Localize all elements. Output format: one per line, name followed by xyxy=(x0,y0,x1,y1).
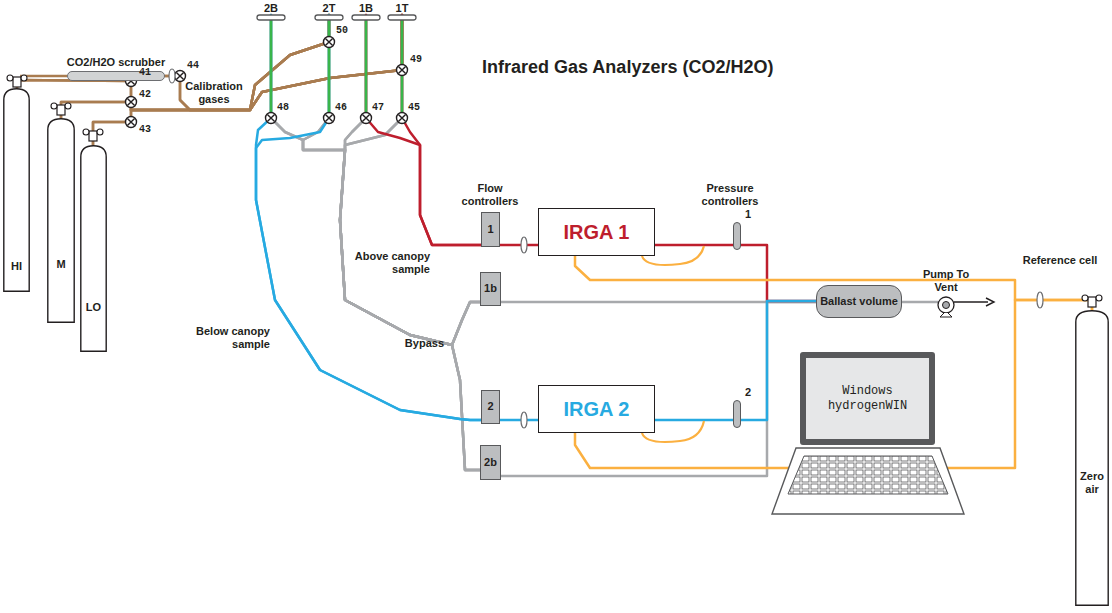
inlet-tube: 1T xyxy=(390,1,414,15)
cylinder-body xyxy=(4,89,29,291)
callout-number: 48 xyxy=(277,102,289,113)
gas-line xyxy=(165,15,329,110)
laptop-screen: Windows hydrogenWIN xyxy=(800,352,935,445)
gas-line xyxy=(500,419,538,422)
inlet-tube: 2T xyxy=(317,1,341,15)
cylinder-body xyxy=(1076,311,1108,605)
gas-cylinder: M xyxy=(47,118,75,323)
part-label: Bypass xyxy=(392,337,444,350)
callout-number: 44 xyxy=(187,60,199,71)
gas-line xyxy=(340,15,480,470)
gas-line xyxy=(501,302,816,476)
part-label: Above canopy sample xyxy=(346,250,430,276)
node-label: 1b xyxy=(484,282,497,295)
callout-number: 47 xyxy=(372,102,384,113)
node-label: 1 xyxy=(487,223,493,236)
valves xyxy=(126,37,408,128)
gas-line xyxy=(271,15,480,345)
node-label: 2B xyxy=(259,1,283,15)
node-label: 2 xyxy=(745,386,751,399)
node-label: M xyxy=(47,258,75,271)
gas-analyzer: IRGA 2 xyxy=(538,385,655,433)
gas-analyzer: IRGA 1 xyxy=(538,208,655,256)
gas-line xyxy=(366,15,481,245)
node-label: 2b xyxy=(484,456,497,469)
cylinder-outline xyxy=(80,145,107,352)
gas-line xyxy=(303,15,480,470)
callout-number: 46 xyxy=(335,102,347,113)
node-label: HI xyxy=(3,260,30,273)
node-label: IRGA 2 xyxy=(564,397,630,421)
gas-line xyxy=(655,419,733,422)
node-label: LO xyxy=(80,301,107,314)
inlet-tube: 1B xyxy=(354,1,378,15)
part-label: Reference cell xyxy=(1020,254,1100,267)
gas-cylinder: LO xyxy=(80,145,107,352)
gas-line xyxy=(340,15,480,470)
inlet-tubes xyxy=(271,19,402,113)
gas-line xyxy=(741,245,816,301)
pump-symbol xyxy=(900,297,994,317)
cylinder-body xyxy=(48,119,74,322)
gas-line xyxy=(402,15,481,245)
cylinder-body xyxy=(81,146,106,351)
node-label: Ballast volume xyxy=(820,295,898,308)
node-label: 1T xyxy=(390,1,414,15)
node-label: 2T xyxy=(317,1,341,15)
gas-cylinder: Zero air xyxy=(1075,310,1109,606)
gas-line xyxy=(17,15,402,110)
laptop-base xyxy=(772,448,964,514)
regulators xyxy=(7,75,1102,307)
part-label: Pressure controllers xyxy=(682,182,778,208)
flow-controller: 1b xyxy=(480,272,501,306)
part-label: Flow controllers xyxy=(450,182,530,208)
gas-line xyxy=(575,300,1092,468)
ballast-volume: Ballast volume xyxy=(816,285,902,318)
callout-number: 41 xyxy=(139,67,151,78)
pressure-controller: 1 xyxy=(733,222,741,250)
node-label: Windows hydrogenWIN xyxy=(823,384,913,413)
part-label: Calibration gases xyxy=(176,80,252,106)
gas-line xyxy=(340,15,480,345)
part-label: Pump To Vent xyxy=(910,268,982,294)
flow-controller: 2b xyxy=(480,445,501,480)
gas-line xyxy=(340,15,480,345)
callout-number: 50 xyxy=(336,25,348,36)
flow-controller: 2 xyxy=(481,390,500,424)
diagram-title: Infrared Gas Analyzers (CO2/H2O) xyxy=(482,56,773,78)
cylinder-outline xyxy=(1075,310,1109,606)
gas-line xyxy=(256,15,481,420)
gas-line xyxy=(303,15,480,345)
node-label: 2 xyxy=(487,400,493,413)
callout-number: 49 xyxy=(410,54,422,65)
callout-number: 42 xyxy=(139,89,151,100)
node-label: 1 xyxy=(745,208,751,221)
gas-cylinder: HI xyxy=(3,88,30,292)
flow-controller: 1 xyxy=(481,212,500,247)
callout-number: 43 xyxy=(139,124,151,135)
node-label: IRGA 1 xyxy=(564,220,630,244)
part-label: Below canopy sample xyxy=(176,325,270,351)
callout-number: 45 xyxy=(408,102,420,113)
gas-line xyxy=(17,15,329,110)
gas-line xyxy=(655,244,733,247)
inlet-tube: 2B xyxy=(259,1,283,15)
cylinder-outline xyxy=(47,118,75,323)
gas-line xyxy=(500,244,538,247)
node-label: Zero air xyxy=(1075,470,1109,496)
node-label: 1B xyxy=(354,1,378,15)
pressure-controller: 2 xyxy=(733,400,741,428)
inlet-caps xyxy=(257,15,416,20)
gas-line xyxy=(256,15,481,420)
gas-line xyxy=(61,15,402,118)
